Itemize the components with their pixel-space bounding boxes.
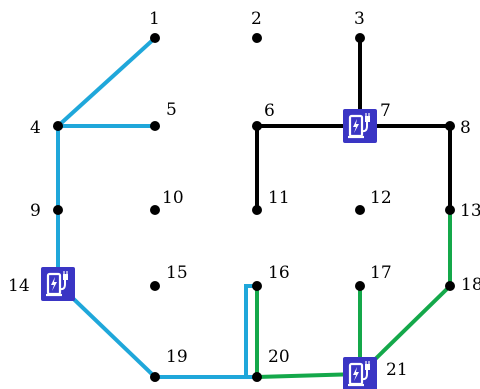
node-label-19: 19 [166,347,188,367]
node-label-18: 18 [461,275,480,295]
node-label-8: 8 [460,118,471,138]
charging-station-icon [343,109,377,143]
node-label-2: 2 [251,9,262,29]
node-label-6: 6 [264,101,275,121]
node-label-15: 15 [166,263,188,283]
node-12 [355,205,365,215]
node-label-7: 7 [380,101,391,121]
charging-station-icon [343,357,377,389]
node-3 [355,33,365,43]
nodes-layer [41,33,455,389]
edge-20-21 [256,372,361,379]
node-label-4: 4 [30,118,41,138]
node-label-14: 14 [8,276,30,296]
node-13 [445,205,455,215]
node-2 [252,33,262,43]
node-label-5: 5 [166,100,177,120]
node-5 [150,121,160,131]
node-label-10: 10 [162,188,184,208]
node-19 [150,372,160,382]
node-17 [355,281,365,291]
node-label-20: 20 [268,347,290,367]
node-label-9: 9 [30,201,41,221]
node-label-11: 11 [268,188,290,208]
node-1 [150,33,160,43]
node-18 [445,281,455,291]
node-6 [252,121,262,131]
node-11 [252,205,262,215]
node-8 [445,121,455,131]
node-label-13: 13 [460,201,480,221]
edge-20-16 [244,284,257,379]
node-10 [150,205,160,215]
node-20 [252,372,262,382]
node-label-17: 17 [370,263,392,283]
node-label-21: 21 [386,360,408,380]
charging-station-icon [41,267,75,301]
edge-1-4 [56,36,157,128]
node-label-1: 1 [149,9,160,29]
node-15 [150,281,160,291]
node-label-16: 16 [268,263,290,283]
node-9 [53,205,63,215]
node-label-12: 12 [370,188,392,208]
node-label-3: 3 [354,9,365,29]
node-4 [53,121,63,131]
node-16 [252,281,262,291]
